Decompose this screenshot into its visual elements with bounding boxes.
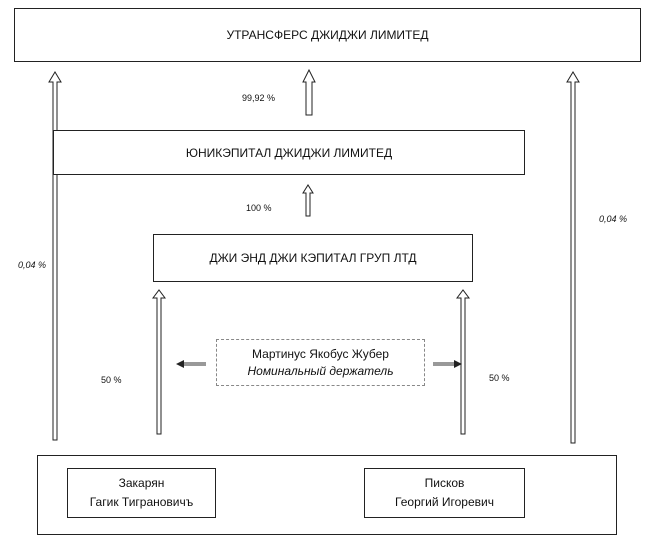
- entity-box-gg-capital: ДЖИ ЭНД ДЖИ КЭПИТАЛ ГРУП ЛТД: [153, 234, 473, 282]
- ownership-arrows: [48, 68, 580, 444]
- arrow-right-owner-to-top: [566, 71, 580, 444]
- arrow-nominee-right-head: [454, 360, 462, 368]
- owner-surname: Закарян: [118, 476, 165, 490]
- arrow-owner2-to-lower: [456, 289, 470, 435]
- share-label-right-direct: 0,04 %: [599, 214, 628, 224]
- nominee-role: Номинальный держатель: [247, 363, 394, 378]
- share-label-lower-to-middle: 100 %: [246, 203, 272, 213]
- owner-box-zakaryan: Закарян Гагик Тиграновичъ: [67, 468, 216, 518]
- arrow-lower-to-middle: [302, 184, 314, 217]
- share-label-left-direct: 0,04 %: [18, 260, 47, 270]
- entity-name: УТРАНСФЕРС ДЖИДЖИ ЛИМИТЕД: [226, 28, 429, 42]
- entity-box-utransfers: УТРАНСФЕРС ДЖИДЖИ ЛИМИТЕД: [14, 8, 641, 62]
- entity-name: ДЖИ ЭНД ДЖИ КЭПИТАЛ ГРУП ЛТД: [209, 251, 417, 265]
- entity-box-unicapital: ЮНИКЭПИТАЛ ДЖИДЖИ ЛИМИТЕД: [53, 130, 525, 175]
- owner-given-name: Георгий Игоревич: [395, 495, 494, 509]
- arrow-middle-to-top: [302, 68, 316, 116]
- arrow-left-owner-to-top: [48, 71, 62, 441]
- arrow-nominee-left-head: [176, 360, 184, 368]
- nominee-box: Мартинус Якобус Жубер Номинальный держат…: [216, 339, 425, 386]
- owner-surname: Писков: [424, 476, 465, 490]
- entity-name: ЮНИКЭПИТАЛ ДЖИДЖИ ЛИМИТЕД: [185, 145, 393, 160]
- nominee-name: Мартинус Якобус Жубер: [252, 346, 389, 361]
- arrow-owner1-to-lower: [152, 289, 166, 435]
- share-label-middle-to-top: 99,92 %: [242, 93, 276, 103]
- share-label-right-owner: 50 %: [489, 373, 510, 383]
- owner-box-piskov: Писков Георгий Игоревич: [364, 468, 525, 518]
- share-label-left-owner: 50 %: [101, 375, 122, 385]
- owner-given-name: Гагик Тиграновичъ: [89, 495, 194, 509]
